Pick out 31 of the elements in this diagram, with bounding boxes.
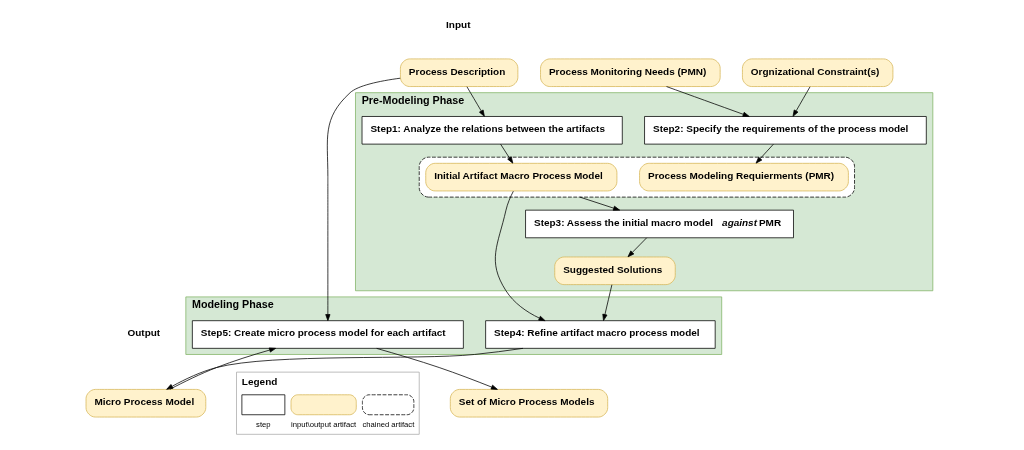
arrow bbox=[165, 347, 523, 390]
node-box: Micro Process Model bbox=[85, 388, 206, 417]
arrow bbox=[324, 77, 401, 321]
arrow bbox=[375, 347, 498, 390]
node-box: Process Description bbox=[399, 58, 518, 87]
legend-label: input\output artifact bbox=[290, 419, 356, 429]
node-box: Orgnizational Constraint(s) bbox=[741, 58, 893, 87]
node-box: Step2: Specify the requirements of the process model bbox=[643, 115, 927, 144]
arrow bbox=[665, 85, 750, 117]
node-box: Step4: Refine artifact macro process model bbox=[484, 319, 716, 349]
node-box: Initial Artifact Macro Process Model bbox=[424, 162, 617, 191]
arrow bbox=[792, 85, 810, 117]
label: Input bbox=[445, 18, 470, 30]
arrow bbox=[499, 143, 513, 164]
arrow bbox=[627, 236, 647, 257]
arrow bbox=[466, 85, 485, 117]
arrow bbox=[601, 283, 612, 321]
node-box: Step5: Create micro process model for each artifact bbox=[191, 319, 464, 349]
arrow bbox=[579, 196, 620, 211]
legend-label: chained artifact bbox=[361, 419, 414, 429]
node-box: Process Monitoring Needs (PMN) bbox=[539, 58, 721, 87]
legend-label: step bbox=[255, 419, 271, 429]
arrow bbox=[169, 347, 276, 390]
arrow bbox=[755, 143, 774, 164]
node-box: Process Modeling Requierments (PMR) bbox=[638, 162, 849, 191]
node-box: Step1: Analyze the relations between the artifacts bbox=[361, 115, 623, 144]
arrow bbox=[494, 190, 545, 321]
label: Legend bbox=[241, 375, 277, 387]
node-box: Set of Micro Process Models bbox=[449, 388, 608, 417]
node-box: Suggested Solutions bbox=[553, 256, 676, 285]
label: Output bbox=[126, 326, 160, 338]
